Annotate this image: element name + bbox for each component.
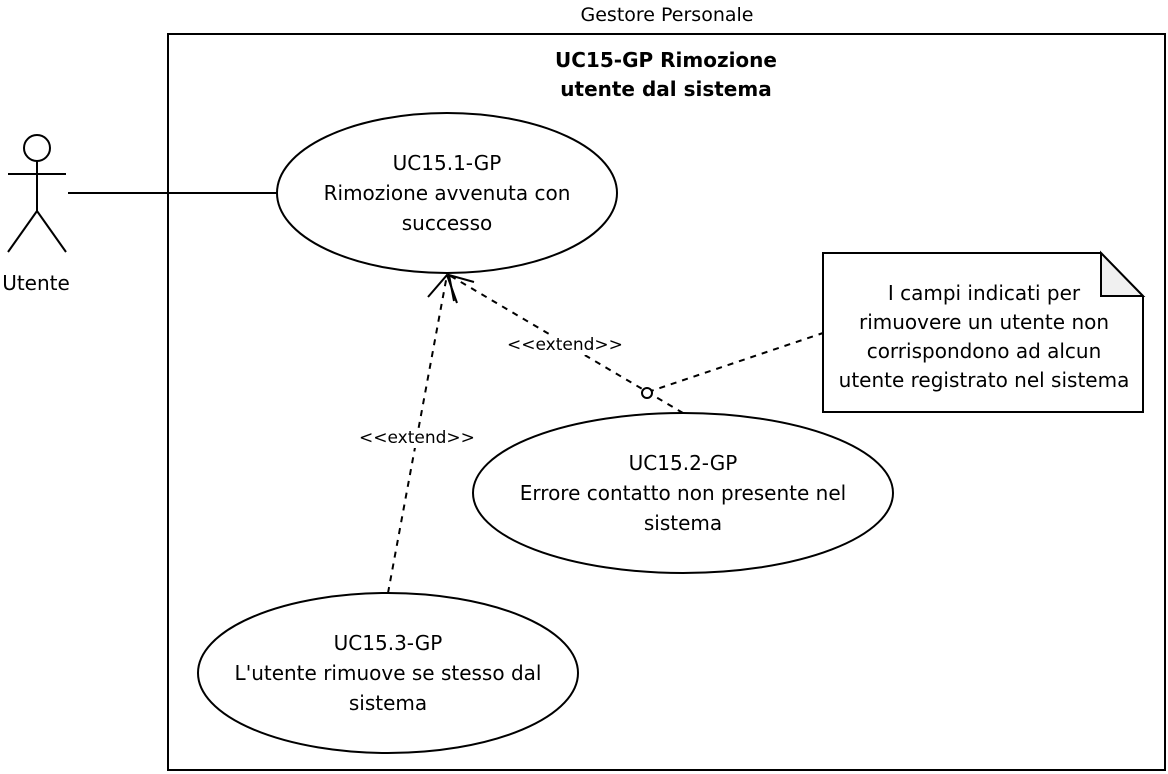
note-line: corrispondono ad alcun [866, 339, 1102, 363]
system-boundary [167, 33, 1166, 771]
system-title-line-2: utente dal sistema [560, 77, 772, 101]
stick-figure-actor-icon[interactable] [7, 134, 67, 253]
extend-label-uc15-3: <<extend>> [357, 428, 477, 448]
note-line: I campi indicati per [887, 281, 1081, 305]
use-case-line: sistema [643, 511, 723, 535]
system-title: UC15-GP Rimozione utente dal sistema [466, 46, 866, 104]
extend-arrowhead-uc15-3 [427, 273, 458, 304]
use-case-id: UC15.2-GP [628, 451, 738, 475]
note-line: utente registrato nel sistema [838, 368, 1130, 392]
extend-arrowhead-uc15-2 [447, 273, 475, 302]
use-case-uc15-1-text: UC15.1-GP Rimozione avvenuta con success… [287, 130, 607, 256]
extend-label-uc15-2: <<extend>> [505, 335, 625, 355]
system-title-line-1: UC15-GP Rimozione [555, 48, 777, 72]
use-case-uc15-2-text: UC15.2-GP Errore contatto non presente n… [483, 430, 883, 556]
use-case-line: Errore contatto non presente nel [519, 481, 847, 505]
note-anchor-point [641, 387, 653, 399]
note-line: rimuovere un utente non [858, 310, 1110, 334]
use-case-id: UC15.3-GP [333, 631, 443, 655]
use-case-line: L'utente rimuove se stesso dal [234, 661, 542, 685]
system-boundary-label: Gestore Personale [580, 4, 754, 26]
note-anchor-line [647, 332, 824, 393]
use-case-uc15-1-ellipse[interactable] [276, 112, 618, 274]
use-case-line: sistema [348, 691, 428, 715]
use-case-line: successo [401, 211, 493, 235]
note-text: I campi indicati per rimuovere un utente… [826, 279, 1142, 395]
use-case-id: UC15.1-GP [392, 151, 502, 175]
use-case-line: Rimozione avvenuta con [323, 181, 571, 205]
use-case-uc15-3-text: UC15.3-GP L'utente rimuove se stesso dal… [208, 610, 568, 736]
note-shape[interactable] [822, 250, 1146, 413]
actor-label: Utente [2, 271, 70, 295]
